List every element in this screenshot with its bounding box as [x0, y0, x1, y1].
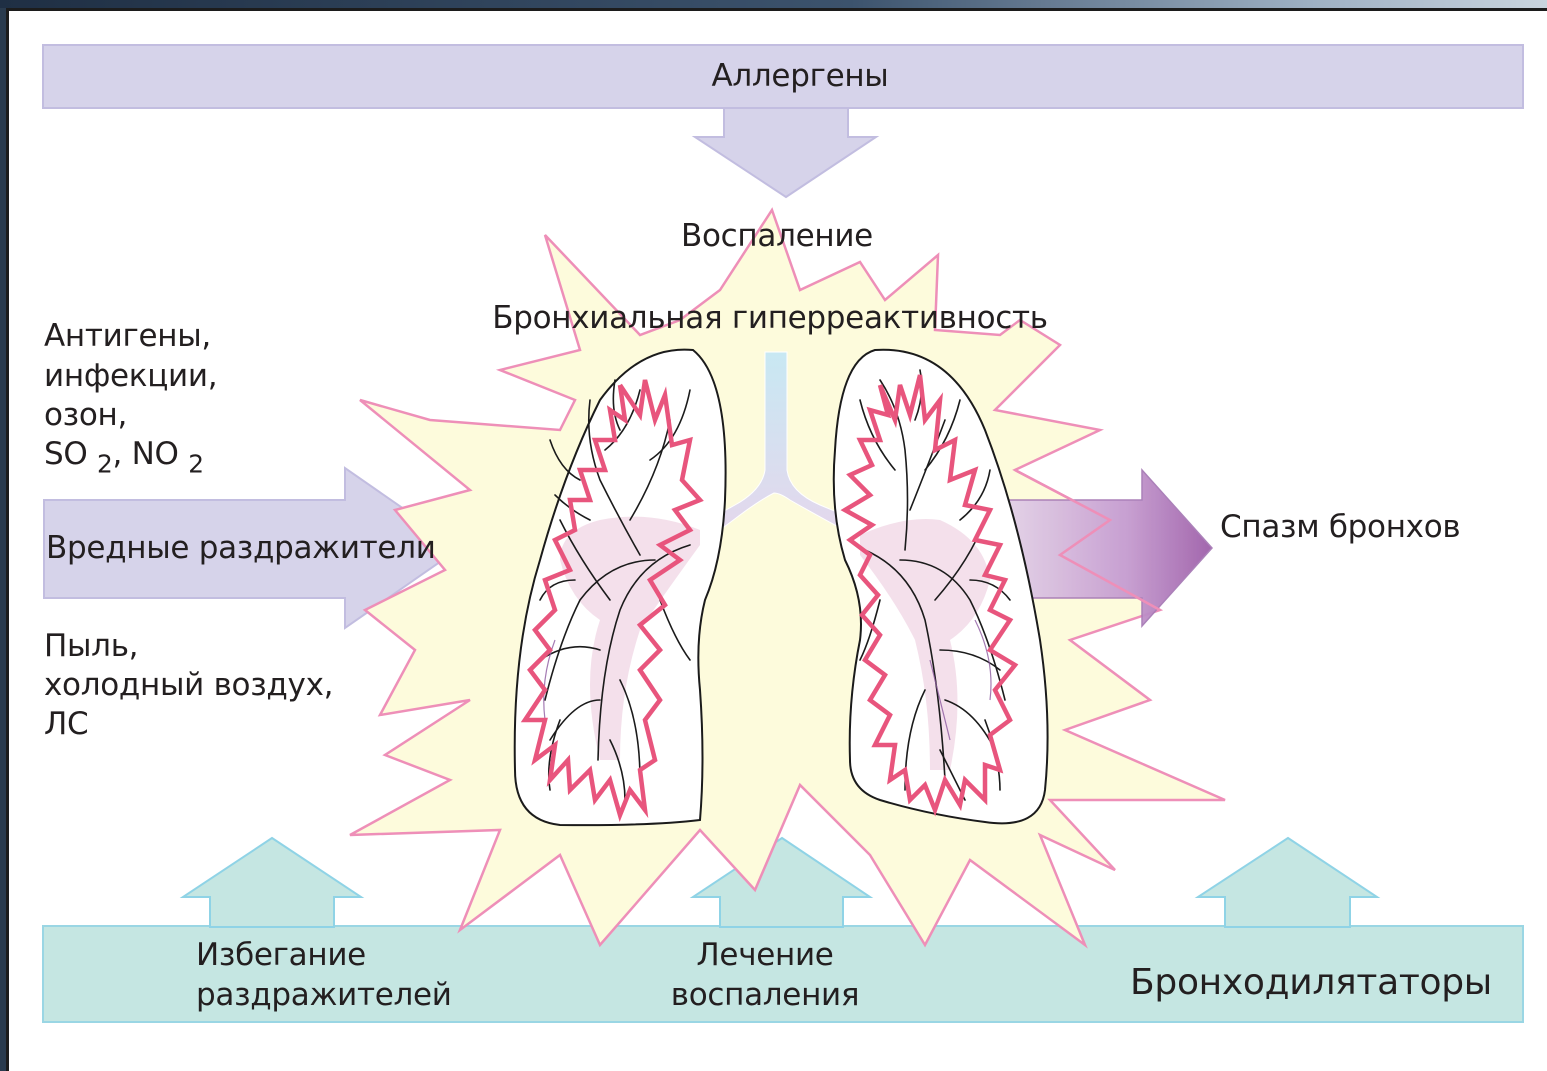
allergens-down-arrow: [695, 108, 876, 197]
dust-line-2: холодный воздух,: [44, 667, 333, 703]
hyperreactivity-label: Бронхиальная гиперреактивность: [430, 300, 1110, 336]
irritants-label: Вредные раздражители: [46, 530, 436, 566]
no-label: , NO: [113, 436, 179, 472]
dust-line-1: Пыль,: [44, 628, 138, 664]
inflammation-label: Воспаление: [577, 218, 977, 254]
bronchodilators-label: Бронходилятаторы: [1130, 962, 1492, 1004]
dust-line-3: ЛС: [44, 706, 88, 742]
avoidance-line-2: раздражителей: [196, 977, 452, 1013]
bronchospasm-label: Спазм бронхов: [1220, 509, 1460, 545]
triggers-line-3: озон,: [44, 397, 127, 433]
avoidance-up-arrow: [183, 838, 361, 927]
avoidance-line-1: Избегание: [196, 937, 366, 973]
treatment-line-2: воспаления: [615, 977, 915, 1013]
so-label: SO: [44, 436, 87, 472]
treatment-line-1: Лечение: [625, 937, 905, 973]
triggers-line-2: инфекции,: [44, 358, 217, 394]
allergens-label: Аллергены: [600, 58, 1000, 94]
gases-line: SO 2, NO 2: [44, 436, 204, 472]
so-subscript: 2: [97, 450, 112, 479]
bronchodilator-up-arrow: [1198, 838, 1377, 927]
no-subscript: 2: [188, 450, 203, 479]
triggers-line-1: Антигены,: [44, 318, 211, 354]
